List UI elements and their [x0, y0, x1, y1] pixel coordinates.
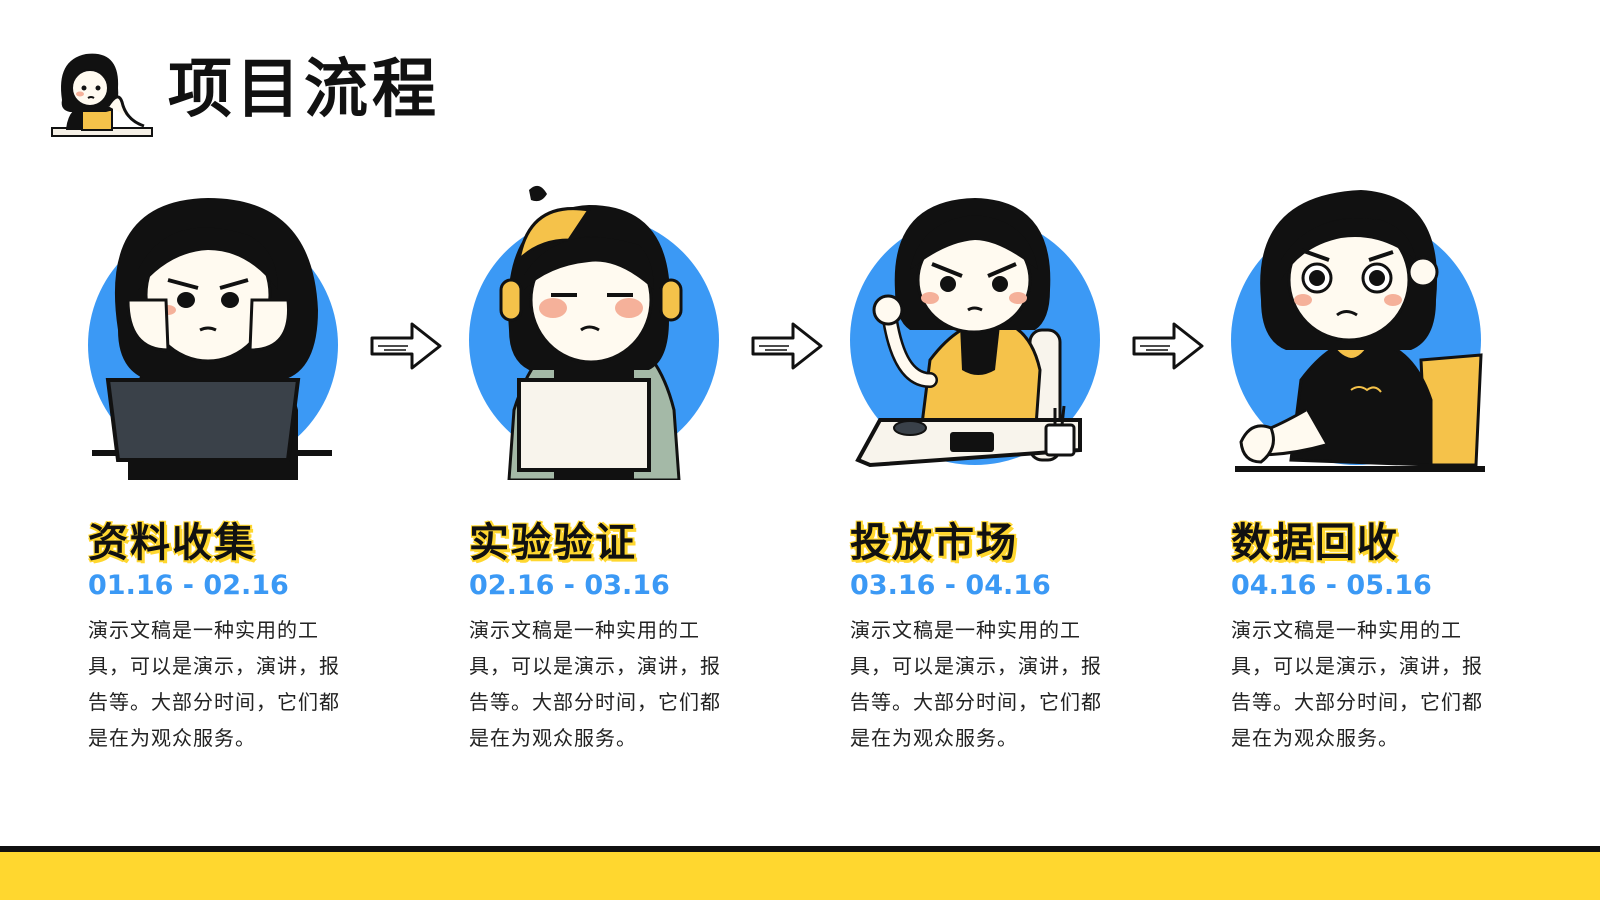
footer-divider	[0, 846, 1600, 852]
step-card-1: 资料收集 01.16 - 02.16 演示文稿是一种实用的工具，可以是演示，演讲…	[88, 180, 388, 750]
girl-headphones-illustration-icon	[469, 185, 719, 480]
girl-worried-illustration-icon	[1231, 190, 1485, 472]
step-desc-3: 演示文稿是一种实用的工具，可以是演示，演讲，报告等。大部分时间，它们都是在为观众…	[850, 618, 1102, 750]
girl-desk-fist-illustration-icon	[850, 198, 1100, 468]
arrow-right-icon	[1132, 322, 1204, 370]
arrow-right-icon	[751, 322, 823, 370]
step-date-2: 02.16 - 03.16	[469, 570, 670, 601]
step-title-1: 资料收集	[88, 520, 256, 566]
page-header: 项目流程	[48, 40, 440, 140]
step-title-4: 数据回收	[1231, 520, 1399, 566]
step-date-3: 03.16 - 04.16	[850, 570, 1051, 601]
step-card-4: 数据回收 04.16 - 05.16 演示文稿是一种实用的工具，可以是演示，演讲…	[1231, 180, 1531, 750]
footer-bar	[0, 852, 1600, 900]
step-desc-1: 演示文稿是一种实用的工具，可以是演示，演讲，报告等。大部分时间，它们都是在为观众…	[88, 618, 340, 750]
arrow-right-icon	[370, 322, 442, 370]
girl-laptop-illustration-icon	[88, 198, 338, 480]
step-date-4: 04.16 - 05.16	[1231, 570, 1432, 601]
step-date-1: 01.16 - 02.16	[88, 570, 289, 601]
step-card-2: 实验验证 02.16 - 03.16 演示文稿是一种实用的工具，可以是演示，演讲…	[469, 180, 769, 750]
step-title-3: 投放市场	[850, 520, 1018, 566]
thinking-girl-avatar-icon	[51, 53, 153, 137]
page-title: 项目流程	[168, 53, 440, 127]
step-card-3: 投放市场 03.16 - 04.16 演示文稿是一种实用的工具，可以是演示，演讲…	[850, 180, 1150, 750]
step-desc-2: 演示文稿是一种实用的工具，可以是演示，演讲，报告等。大部分时间，它们都是在为观众…	[469, 618, 721, 750]
step-desc-4: 演示文稿是一种实用的工具，可以是演示，演讲，报告等。大部分时间，它们都是在为观众…	[1231, 618, 1483, 750]
step-title-2: 实验验证	[469, 520, 637, 566]
